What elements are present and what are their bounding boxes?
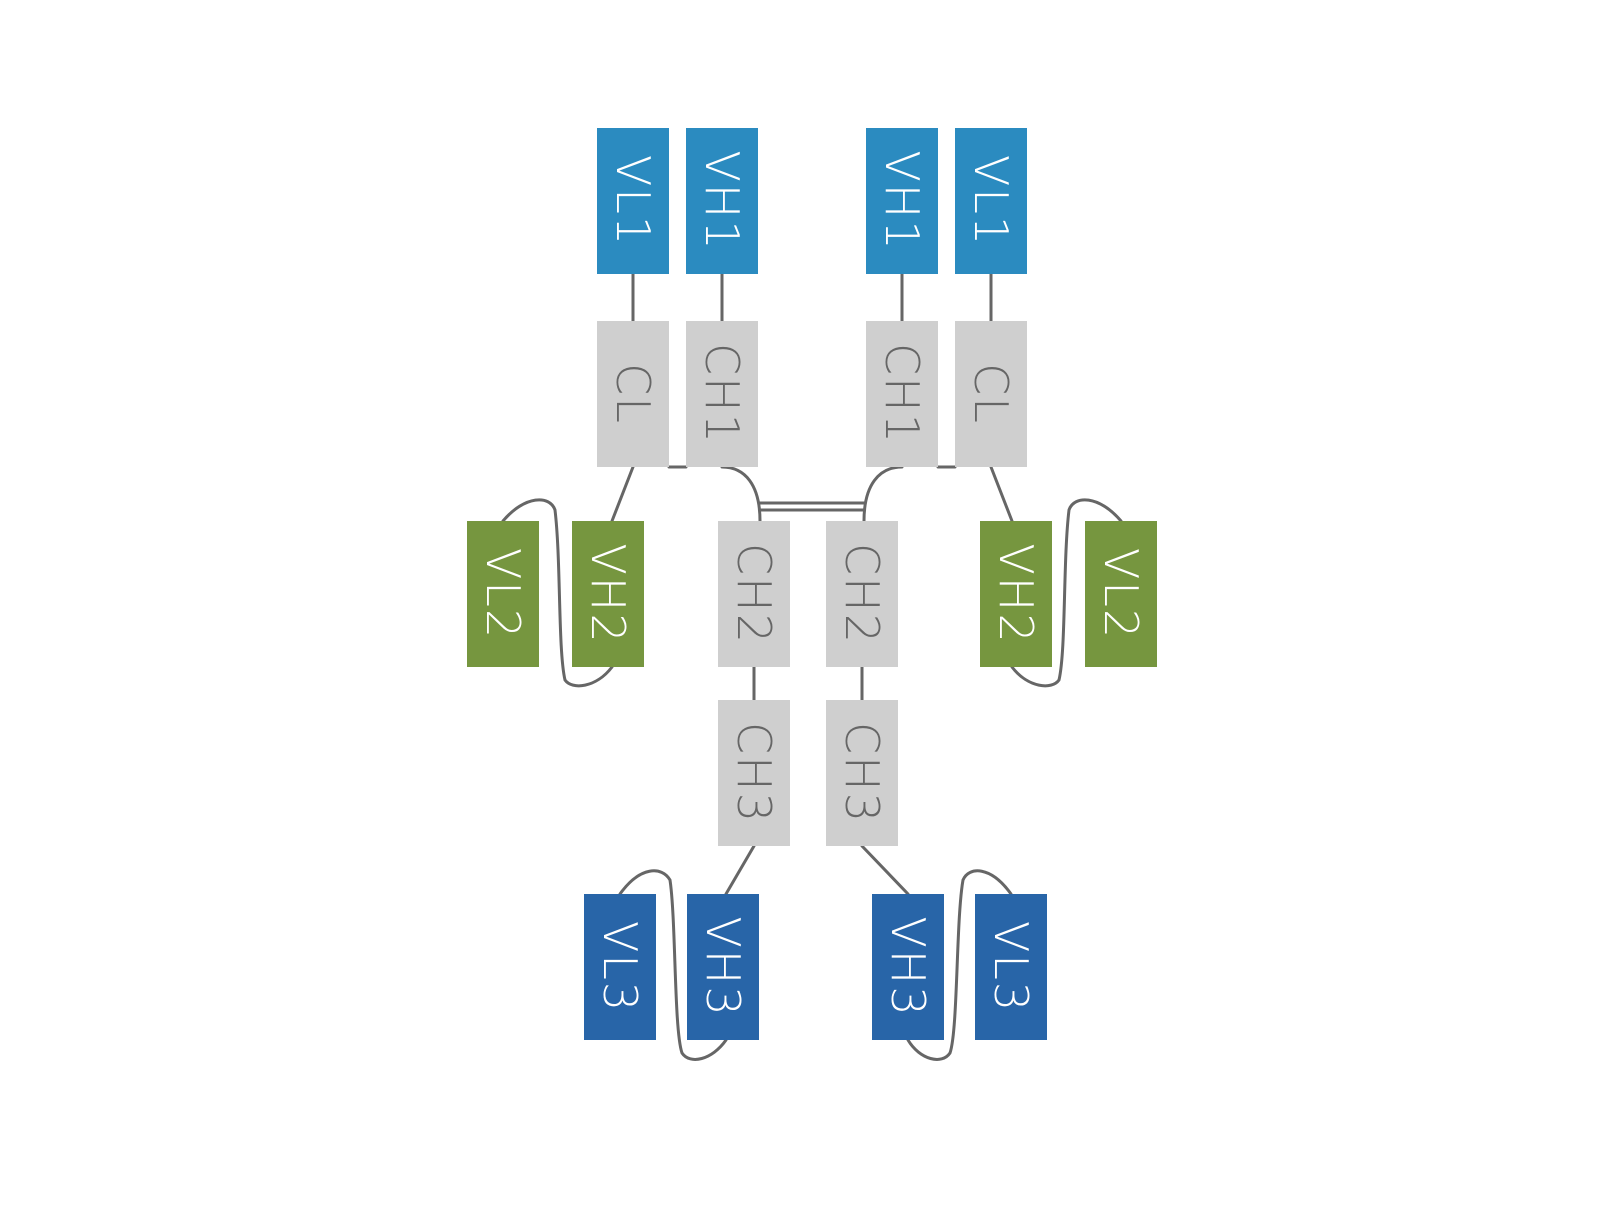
domain-ch1-left: CH1 bbox=[686, 321, 758, 467]
domain-ch3-right: CH3 bbox=[826, 700, 898, 846]
domain-label: CH3 bbox=[835, 722, 889, 824]
domain-label: CH2 bbox=[727, 543, 781, 645]
domain-vl1-left: VL1 bbox=[597, 128, 669, 274]
domain-label: VH3 bbox=[881, 916, 935, 1017]
connector-linker-cl_left-vh2_left bbox=[610, 465, 635, 523]
domain-label: VL2 bbox=[476, 548, 530, 640]
domain-vh3-right: VH3 bbox=[872, 894, 944, 1040]
domain-vl3-right: VL3 bbox=[975, 894, 1047, 1040]
connector-linker-ch3_left-vh3_left bbox=[724, 844, 756, 896]
domain-vh1-right: VH1 bbox=[866, 128, 938, 274]
domain-cl-right: CL bbox=[955, 321, 1027, 467]
domain-box bbox=[955, 321, 1027, 467]
domain-box bbox=[718, 700, 790, 846]
domain-box bbox=[687, 894, 759, 1040]
domain-label: VL3 bbox=[593, 921, 647, 1013]
connector-layer bbox=[501, 272, 1123, 1061]
connector-linker-ch3_right-vh3_right bbox=[860, 844, 910, 896]
domain-box bbox=[826, 521, 898, 667]
domain-vl2-left: VL2 bbox=[467, 521, 539, 667]
domain-label: VL1 bbox=[606, 155, 660, 247]
domain-box bbox=[826, 700, 898, 846]
domain-box bbox=[975, 894, 1047, 1040]
domain-box bbox=[572, 521, 644, 667]
domain-box bbox=[686, 128, 758, 274]
domain-vl2-right: VL2 bbox=[1085, 521, 1157, 667]
domain-box bbox=[955, 128, 1027, 274]
domain-box bbox=[1085, 521, 1157, 667]
domain-label: CH3 bbox=[727, 722, 781, 824]
domain-box bbox=[872, 894, 944, 1040]
domain-label: VH3 bbox=[696, 916, 750, 1017]
domain-box bbox=[980, 521, 1052, 667]
domain-ch1-right: CH1 bbox=[866, 321, 938, 467]
domain-box bbox=[718, 521, 790, 667]
connector-scfv-linker-vh2_left-vl2_left bbox=[501, 498, 614, 688]
connector-scfv-linker-vh2_right-vl2_right bbox=[1010, 498, 1123, 688]
domain-box bbox=[686, 321, 758, 467]
domain-label: VL3 bbox=[984, 921, 1038, 1013]
domain-vl3-left: VL3 bbox=[584, 894, 656, 1040]
domain-label: VH2 bbox=[989, 543, 1043, 644]
domain-label: CH2 bbox=[835, 543, 889, 645]
connector-scfv-linker-vh3_right-vl3_right bbox=[906, 869, 1013, 1061]
connector-hinge-ch1_right-ch2_right bbox=[862, 465, 904, 523]
domain-label: VH1 bbox=[875, 150, 929, 251]
domain-ch2-left: CH2 bbox=[718, 521, 790, 667]
domain-vh1-left: VH1 bbox=[686, 128, 758, 274]
connector-hinge-disulfide-ch2_left-ch2_right bbox=[758, 501, 866, 512]
domain-label: VH1 bbox=[695, 150, 749, 251]
domain-ch3-left: CH3 bbox=[718, 700, 790, 846]
domain-label: CH1 bbox=[695, 343, 749, 445]
domain-ch2-right: CH2 bbox=[826, 521, 898, 667]
domain-label: CH1 bbox=[875, 343, 929, 445]
domain-vl1-right: VL1 bbox=[955, 128, 1027, 274]
domain-box bbox=[866, 128, 938, 274]
domain-label: CL bbox=[606, 363, 660, 425]
domain-box bbox=[597, 321, 669, 467]
domain-vh2-right: VH2 bbox=[980, 521, 1052, 667]
domain-label: VL1 bbox=[964, 155, 1018, 247]
domain-box bbox=[597, 128, 669, 274]
domain-box bbox=[866, 321, 938, 467]
connector-linker-cl_right-vh2_right bbox=[989, 465, 1014, 523]
domain-vh3-left: VH3 bbox=[687, 894, 759, 1040]
domain-label: CL bbox=[964, 363, 1018, 425]
domain-box bbox=[584, 894, 656, 1040]
connector-hinge-ch1_left-ch2_left bbox=[720, 465, 762, 523]
domain-box bbox=[467, 521, 539, 667]
domain-vh2-left: VH2 bbox=[572, 521, 644, 667]
connector-scfv-linker-vh3_left-vl3_left bbox=[618, 869, 728, 1061]
domain-cl-left: CL bbox=[597, 321, 669, 467]
domain-label: VL2 bbox=[1094, 548, 1148, 640]
domain-label: VH2 bbox=[581, 543, 635, 644]
